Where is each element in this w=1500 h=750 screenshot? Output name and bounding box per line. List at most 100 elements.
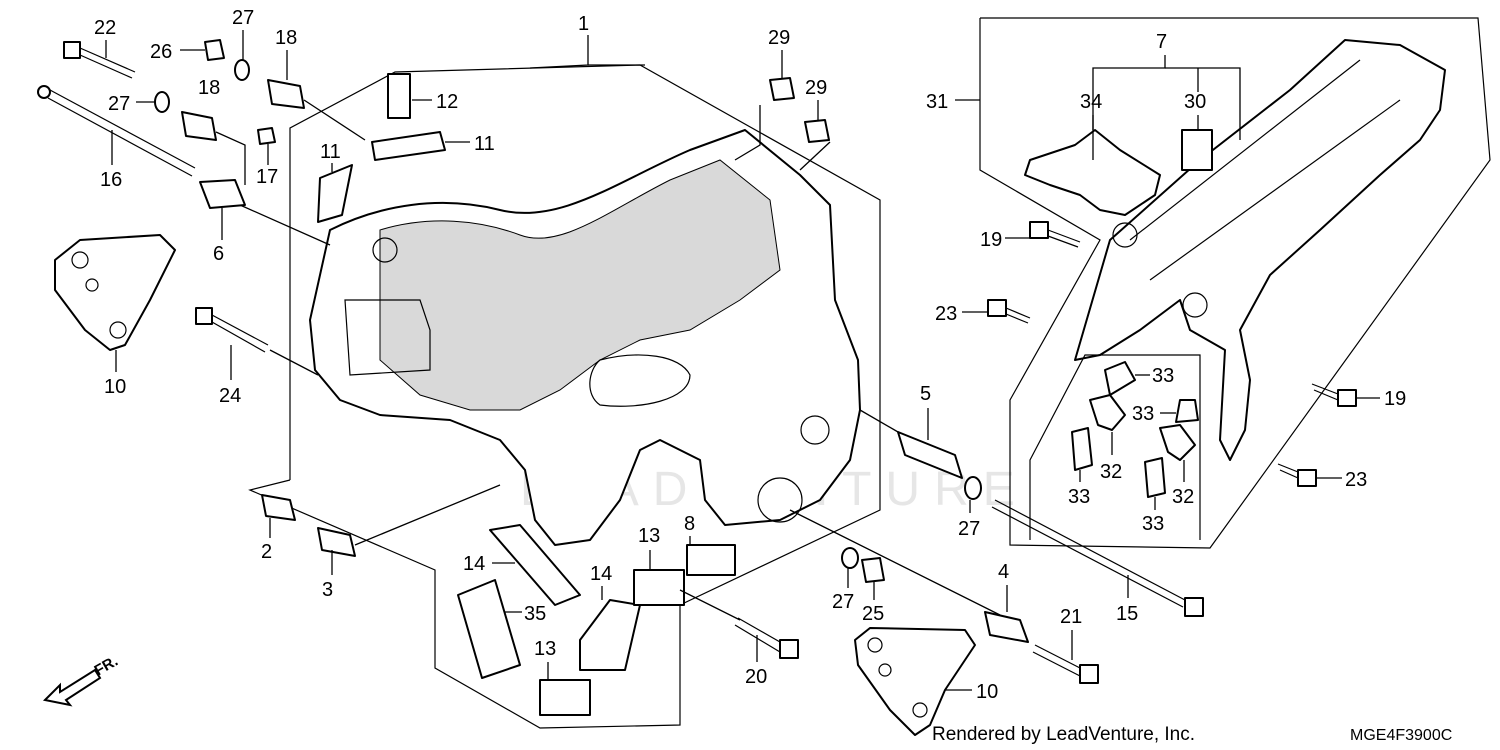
callout-33: 33 — [1132, 403, 1154, 425]
callout-2: 2 — [261, 541, 272, 563]
cushion-group-outline — [1029, 354, 1201, 540]
callout-3: 3 — [322, 579, 333, 601]
callout-1: 1 — [578, 13, 589, 35]
collar-17[interactable] — [257, 127, 276, 145]
callout-27: 27 — [108, 93, 130, 115]
subframe-mount-front — [1112, 222, 1138, 248]
collar-2[interactable] — [261, 494, 296, 521]
callout-22: 22 — [94, 17, 116, 39]
callout-27: 27 — [832, 591, 854, 613]
block-8[interactable] — [686, 544, 736, 576]
callout-13: 13 — [638, 525, 660, 547]
callout-17: 17 — [256, 166, 278, 188]
callout-19: 19 — [980, 229, 1002, 251]
collar-6[interactable] — [199, 179, 246, 209]
callout-11: 11 — [320, 141, 341, 163]
washer-27-right[interactable] — [964, 476, 982, 500]
callout-10: 10 — [104, 376, 126, 398]
callout-32: 32 — [1172, 486, 1194, 508]
block-12[interactable] — [387, 73, 411, 119]
pad-11-left[interactable] — [317, 164, 353, 223]
adjust-bolt-18-mid[interactable] — [181, 111, 217, 141]
callout-20: 20 — [745, 666, 767, 688]
callout-10: 10 — [976, 681, 998, 703]
callout-21: 21 — [1060, 606, 1082, 628]
pivot-boss — [757, 477, 803, 523]
bolt-23-upper[interactable] — [987, 299, 1031, 324]
callout-15: 15 — [1116, 603, 1138, 625]
callout-18: 18 — [198, 77, 220, 99]
callout-33: 33 — [1142, 513, 1164, 535]
callout-23: 23 — [1345, 469, 1367, 491]
subframe-mount-rear — [1182, 292, 1208, 318]
subframe-group-outline — [979, 17, 1491, 549]
bolt-22[interactable] — [63, 41, 136, 79]
rubber-pad-30[interactable] — [1181, 129, 1213, 171]
callout-23: 23 — [935, 303, 957, 325]
callout-30: 30 — [1184, 91, 1206, 113]
rendered-by-text: Rendered by LeadVenture, Inc. — [932, 724, 1195, 745]
callout-13: 13 — [534, 638, 556, 660]
steering-head — [372, 237, 398, 263]
bolt-23-right[interactable] — [1277, 463, 1317, 487]
callout-8: 8 — [684, 513, 695, 535]
cushion-33c[interactable] — [1071, 427, 1093, 471]
callout-4: 4 — [998, 561, 1009, 583]
cushion-33d[interactable] — [1144, 457, 1166, 498]
bolt-20[interactable] — [734, 617, 799, 659]
callout-16: 16 — [100, 169, 122, 191]
pad-35[interactable] — [457, 579, 521, 679]
bolt-19-upper[interactable] — [1029, 221, 1081, 248]
bracket-32b[interactable] — [1159, 424, 1196, 461]
frame-cutout — [589, 354, 691, 407]
bolt-19-right[interactable] — [1311, 383, 1357, 407]
diagram-code: MGE4F3900C — [1350, 727, 1452, 744]
callout-12: 12 — [436, 91, 458, 113]
callout-27: 27 — [232, 7, 254, 29]
pivot-bolt-15[interactable] — [991, 499, 1204, 617]
callout-14: 14 — [463, 553, 485, 575]
block-13-lower[interactable] — [539, 679, 591, 716]
bracket-32a[interactable] — [1089, 394, 1126, 431]
front-direction-arrow: FR. — [42, 653, 121, 707]
engine-hanger-plate-10-left[interactable] — [54, 234, 176, 351]
long-bolt-16[interactable] — [37, 85, 196, 177]
collar-4[interactable] — [984, 611, 1029, 643]
callout-26: 26 — [150, 41, 172, 63]
callout-29: 29 — [805, 77, 827, 99]
callout-14: 14 — [590, 563, 612, 585]
callout-18: 18 — [275, 27, 297, 49]
callout-33: 33 — [1152, 365, 1174, 387]
washer-27-left[interactable] — [154, 91, 170, 113]
cushion-33b[interactable] — [1175, 399, 1199, 423]
callout-25: 25 — [862, 603, 884, 625]
pad-14-lower[interactable] — [579, 599, 641, 671]
collar-25[interactable] — [861, 557, 885, 583]
washer-27-lower[interactable] — [841, 547, 859, 569]
bolt-24[interactable] — [195, 307, 269, 353]
callout-19: 19 — [1384, 388, 1406, 410]
frame-bracket-plate — [344, 299, 431, 376]
washer-27-top[interactable] — [234, 59, 250, 81]
callout-32: 32 — [1100, 461, 1122, 483]
pad-14-upper[interactable] — [489, 524, 581, 606]
main-frame[interactable] — [248, 64, 881, 729]
collar-5[interactable] — [897, 431, 963, 479]
callout-27: 27 — [958, 518, 980, 540]
collar-29-top[interactable] — [769, 77, 795, 101]
rear-subframe[interactable] — [979, 17, 1491, 549]
callout-7: 7 — [1156, 31, 1167, 53]
collar-26[interactable] — [204, 39, 225, 61]
battery-tray-34[interactable] — [1024, 129, 1161, 216]
adjust-bolt-18-top[interactable] — [267, 79, 305, 109]
engine-hanger-plate-10-right[interactable] — [854, 627, 976, 736]
callout-35: 35 — [524, 603, 546, 625]
pad-11-top[interactable] — [371, 131, 446, 161]
bolt-21[interactable] — [1032, 644, 1099, 684]
cushion-33a[interactable] — [1104, 361, 1136, 396]
block-13-upper[interactable] — [633, 569, 685, 606]
collar-3[interactable] — [317, 527, 356, 557]
callout-31: 31 — [926, 91, 948, 113]
collar-29-right[interactable] — [804, 119, 830, 143]
